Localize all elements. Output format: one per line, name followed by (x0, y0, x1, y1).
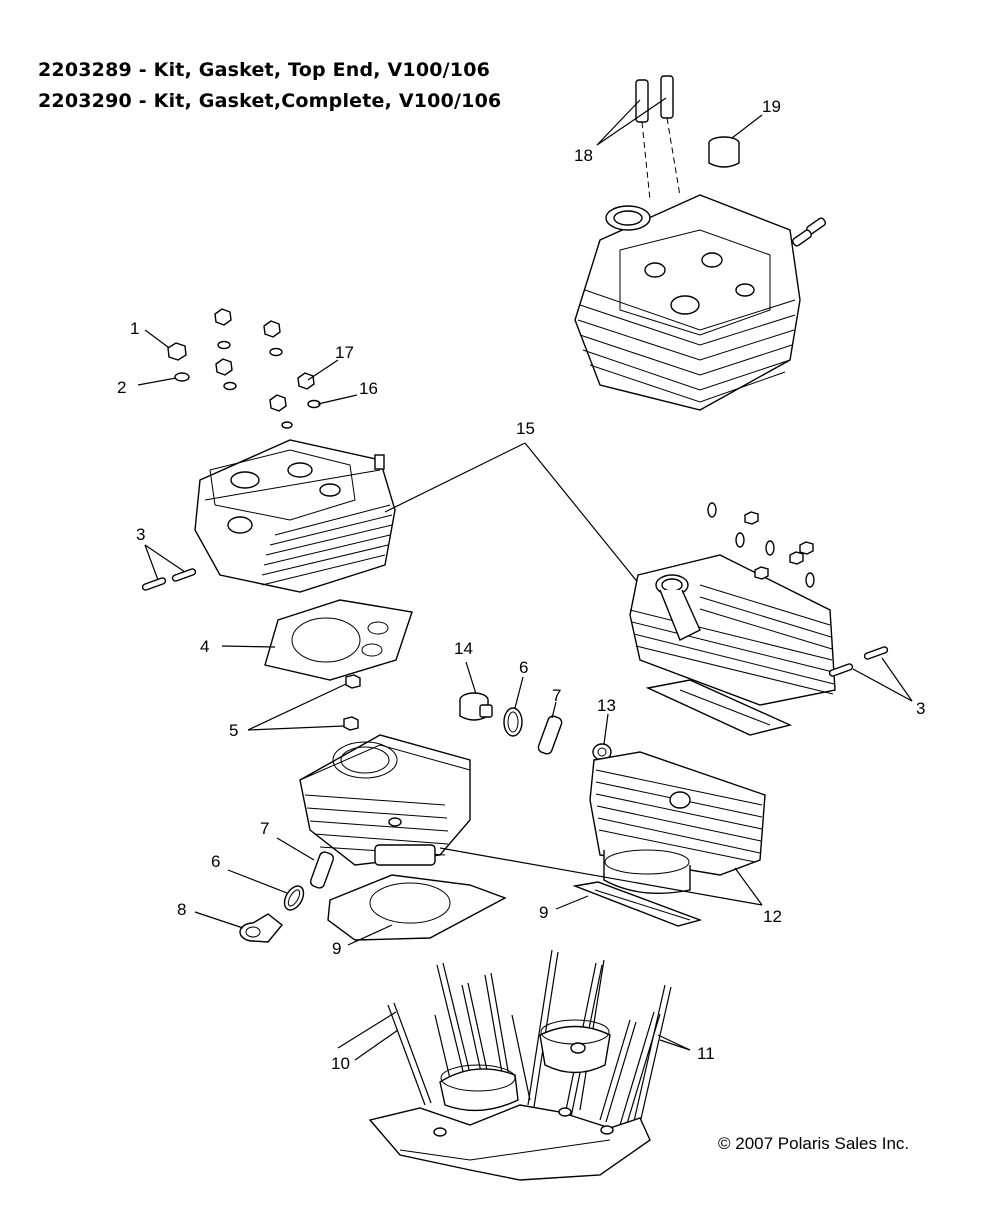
rear-head-gasket (645, 679, 793, 736)
callout-1: 1 (130, 319, 140, 338)
kit-title-complete: 2203290 - Kit, Gasket,Complete, V100/106 (38, 90, 502, 112)
pistons (439, 1019, 611, 1112)
front-cylinder (299, 734, 471, 866)
head-gasket-part-4 (221, 599, 413, 681)
callout-9-right: 9 (539, 903, 549, 922)
leader-part-12 (439, 847, 763, 906)
callout-14: 14 (454, 639, 473, 658)
pushrods-part-10-11 (337, 949, 691, 1133)
callout-9-left: 9 (332, 939, 342, 958)
head-nuts-and-washers (137, 308, 358, 429)
tube-part-7-lower (276, 837, 335, 889)
plug-part-14 (459, 661, 493, 721)
callout-7-upper: 7 (552, 686, 562, 705)
callout-12: 12 (763, 907, 782, 926)
base-gasket-part-9-left (327, 874, 507, 946)
callout-13: 13 (597, 696, 616, 715)
rear-cylinder (589, 751, 766, 894)
callout-3-right: 3 (916, 699, 926, 718)
callout-5: 5 (229, 721, 239, 740)
copyright-notice: © 2007 Polaris Sales Inc. (718, 1134, 910, 1153)
callout-16: 16 (359, 379, 378, 398)
tube-part-7-upper (537, 701, 563, 755)
callout-10: 10 (331, 1054, 350, 1073)
callout-3-left: 3 (136, 525, 146, 544)
callout-7-lower: 7 (260, 819, 270, 838)
rear-cylinder-head (629, 502, 836, 706)
base-gasket-part-9-right (555, 881, 703, 927)
callout-2: 2 (117, 378, 127, 397)
callout-4: 4 (200, 637, 210, 656)
o-ring-part-6-lower (227, 869, 305, 911)
plug-part-8 (194, 911, 283, 943)
callout-19: 19 (762, 97, 781, 116)
callout-6-lower: 6 (211, 852, 221, 871)
seal-part-13 (592, 713, 612, 761)
front-cylinder-head (194, 439, 396, 593)
leader-part-10-11 (354, 1029, 691, 1061)
callout-15: 15 (516, 419, 535, 438)
callout-17: 17 (335, 343, 354, 362)
callout-8: 8 (177, 900, 187, 919)
dowel-pins-part-3-right (828, 646, 913, 702)
rear-cylinder-head-top-view (574, 194, 827, 411)
callout-18: 18 (574, 146, 593, 165)
valve-seal-part-19 (708, 114, 763, 168)
callout-6-upper: 6 (519, 658, 529, 677)
dowels-part-5 (247, 674, 361, 731)
crankcase (368, 1104, 651, 1181)
valve-guides-part-18 (596, 75, 681, 201)
leader-part-15 (384, 442, 653, 601)
o-ring-part-6-upper (503, 676, 524, 737)
kit-title-top-end: 2203289 - Kit, Gasket, Top End, V100/106 (38, 59, 491, 81)
dowel-pins-part-3-left (141, 544, 197, 591)
callout-11: 11 (697, 1044, 715, 1063)
